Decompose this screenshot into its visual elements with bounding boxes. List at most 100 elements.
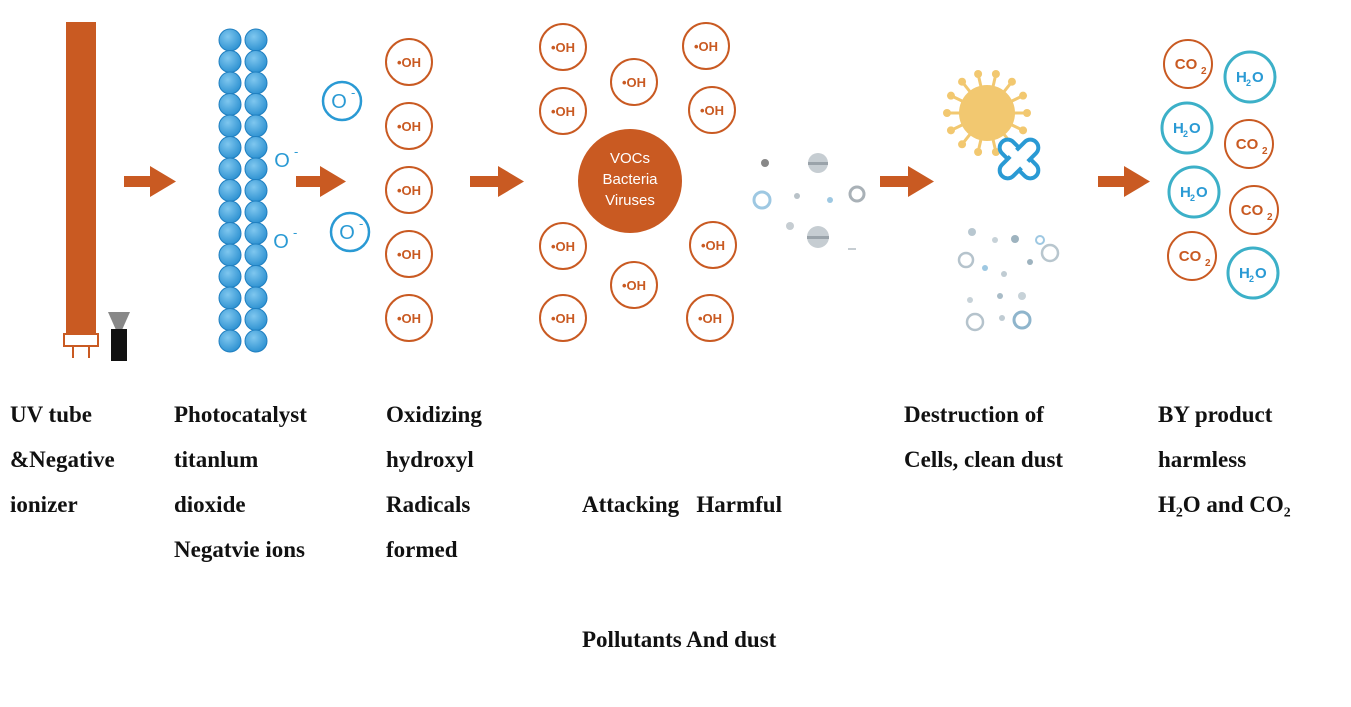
arrow-1 bbox=[124, 166, 176, 197]
negative-ion: O- bbox=[274, 144, 298, 172]
hydroxyl-radical: •OH bbox=[688, 86, 736, 134]
hydroxyl-radical: •OH bbox=[610, 58, 658, 106]
bead bbox=[244, 243, 268, 267]
svg-text:•OH: •OH bbox=[700, 103, 724, 118]
negative-ions: O-O-O-O- bbox=[273, 80, 371, 253]
caption-line: Radicals bbox=[386, 492, 471, 517]
svg-text:2: 2 bbox=[1201, 66, 1207, 77]
hydroxyl-radical: •OH bbox=[539, 23, 587, 71]
caption-byproduct: BY product harmless H₂O and CO₂ bbox=[1158, 392, 1291, 527]
caption-line: &Negative bbox=[10, 447, 115, 472]
svg-text:•OH: •OH bbox=[622, 75, 646, 90]
bead bbox=[218, 71, 242, 95]
bead bbox=[244, 157, 268, 181]
svg-text:•OH: •OH bbox=[397, 119, 421, 134]
caption-line: Pollutants And dust bbox=[582, 627, 777, 652]
bead bbox=[218, 28, 242, 52]
negative-ionizer-icon bbox=[108, 312, 130, 361]
svg-text:•OH: •OH bbox=[551, 40, 575, 55]
bead bbox=[218, 286, 242, 310]
bead bbox=[244, 179, 268, 202]
svg-text:CO: CO bbox=[1179, 248, 1202, 265]
negative-ion: O- bbox=[329, 211, 371, 253]
svg-text:O: O bbox=[331, 91, 347, 113]
svg-text:•OH: •OH bbox=[701, 238, 725, 253]
arrow-2 bbox=[296, 166, 346, 197]
svg-text:•OH: •OH bbox=[698, 311, 722, 326]
svg-text:2: 2 bbox=[1190, 193, 1195, 203]
svg-text:O: O bbox=[1196, 184, 1208, 201]
svg-text:-: - bbox=[351, 85, 355, 100]
bead bbox=[218, 179, 242, 202]
voc-label-2: Bacteria bbox=[602, 171, 658, 188]
svg-text:CO: CO bbox=[1236, 136, 1259, 153]
bead bbox=[218, 329, 242, 353]
bead bbox=[244, 114, 268, 138]
svg-text:•OH: •OH bbox=[622, 278, 646, 293]
bead bbox=[244, 93, 268, 116]
caption-line: ionizer bbox=[10, 492, 78, 517]
svg-text:-: - bbox=[293, 225, 297, 240]
svg-text:2: 2 bbox=[1262, 146, 1268, 157]
caption-attacking: Attacking Harmful Pollutants And dust bbox=[582, 392, 782, 707]
svg-text:•OH: •OH bbox=[694, 39, 718, 54]
bead bbox=[244, 200, 268, 224]
svg-text:•OH: •OH bbox=[551, 311, 575, 326]
svg-text:2: 2 bbox=[1249, 274, 1254, 284]
bead bbox=[218, 200, 242, 224]
caption-line: harmless bbox=[1158, 447, 1247, 472]
bead bbox=[244, 71, 268, 95]
caption-photocatalyst: Photocatalyst titanlum dioxide Negatvie … bbox=[174, 392, 307, 572]
bead bbox=[218, 50, 242, 73]
svg-text:-: - bbox=[359, 216, 363, 231]
bead bbox=[244, 136, 268, 159]
bead bbox=[218, 308, 242, 331]
svg-text:CO: CO bbox=[1175, 56, 1198, 73]
clean-dust-particles bbox=[957, 228, 1060, 332]
svg-text:•OH: •OH bbox=[397, 183, 421, 198]
hydroxyl-radical: •OH bbox=[689, 221, 737, 269]
bead bbox=[218, 265, 242, 288]
caption-line: BY product bbox=[1158, 402, 1273, 427]
vocs-bacteria-viruses: VOCs Bacteria Viruses bbox=[578, 129, 682, 233]
bead bbox=[218, 222, 242, 245]
hydroxyl-radical: •OH bbox=[539, 87, 587, 135]
caption-line: Cells, clean dust bbox=[904, 447, 1064, 472]
svg-text:O: O bbox=[1255, 265, 1267, 282]
hydroxyl-radicals: •OH•OH•OH•OH•OH•OH•OH•OH•OH•OH•OH•OH•OH•… bbox=[385, 22, 737, 342]
caption-destruction: Destruction of Cells, clean dust bbox=[904, 392, 1063, 482]
svg-text:2: 2 bbox=[1267, 212, 1273, 223]
svg-text:CO: CO bbox=[1241, 202, 1264, 219]
arrow-4 bbox=[880, 166, 934, 197]
hydroxyl-radical: •OH bbox=[385, 38, 433, 86]
bead bbox=[244, 222, 268, 245]
svg-text:O: O bbox=[1189, 120, 1201, 137]
caption-line: Destruction of bbox=[904, 402, 1044, 427]
hydroxyl-radical: •OH bbox=[682, 22, 730, 70]
bead bbox=[218, 93, 242, 116]
caption-line: Oxidizing bbox=[386, 402, 482, 427]
caption-line: H₂O and CO₂ bbox=[1158, 492, 1291, 517]
hydroxyl-radical: •OH bbox=[385, 102, 433, 150]
voc-label-1: VOCs bbox=[610, 150, 650, 167]
caption-line: formed bbox=[386, 537, 458, 562]
bead bbox=[244, 50, 268, 73]
uv-tube bbox=[63, 22, 99, 358]
svg-text:•OH: •OH bbox=[397, 311, 421, 326]
hydroxyl-radical: •OH bbox=[686, 294, 734, 342]
virus-icon bbox=[943, 70, 1031, 156]
bead bbox=[244, 329, 268, 353]
negative-ion: O- bbox=[273, 225, 297, 253]
caption-line: dioxide bbox=[174, 492, 246, 517]
svg-text:2: 2 bbox=[1205, 258, 1211, 269]
bead bbox=[218, 114, 242, 138]
svg-text:O: O bbox=[273, 231, 289, 253]
bead bbox=[244, 308, 268, 331]
bead bbox=[244, 28, 268, 52]
arrow-3 bbox=[470, 166, 524, 197]
caption-line: hydroxyl bbox=[386, 447, 474, 472]
